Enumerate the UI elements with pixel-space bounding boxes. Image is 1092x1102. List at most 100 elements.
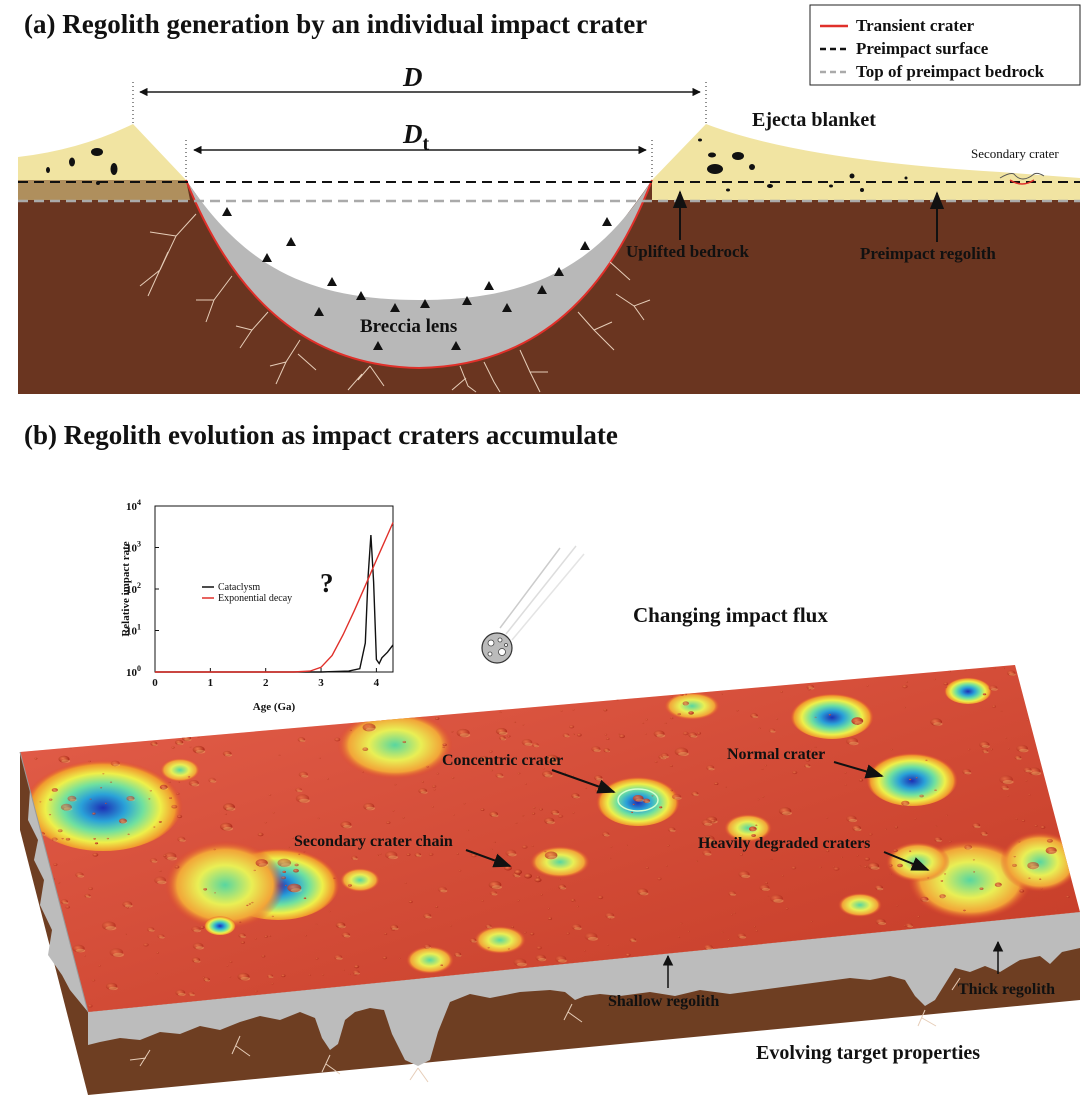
crater-rim-highlight: [500, 738, 507, 741]
small-crater-pit: [653, 730, 665, 738]
small-crater-pit: [917, 915, 920, 918]
small-crater-pit: [867, 862, 880, 870]
crater-rim-highlight: [167, 856, 178, 861]
small-crater-pit: [352, 970, 360, 975]
small-crater-pit: [674, 747, 689, 756]
small-crater-pit: [791, 866, 797, 870]
small-crater-pit: [669, 765, 673, 767]
small-crater-pit: [110, 760, 120, 767]
chart-legend: Cataclysm Exponential decay: [202, 582, 292, 604]
small-crater-pit: [644, 733, 647, 735]
small-crater-pit: [710, 819, 716, 823]
small-crater-pit: [781, 875, 784, 877]
small-crater-pit: [188, 780, 199, 787]
small-crater-pit: [817, 751, 823, 755]
small-crater-pit: [901, 800, 910, 806]
small-crater-pit: [278, 754, 281, 756]
crater-rim-highlight: [564, 735, 570, 738]
crater-rim-highlight: [491, 814, 499, 817]
crater-rim-highlight: [782, 811, 792, 816]
crater-rim-highlight: [607, 915, 615, 919]
small-crater-pit: [100, 787, 103, 789]
crater-rim-highlight: [708, 767, 715, 771]
crater-rim-highlight: [53, 839, 58, 842]
crater-rim-highlight: [876, 887, 884, 891]
small-crater-pit: [667, 827, 676, 832]
small-crater-pit: [856, 855, 859, 857]
small-crater-pit: [435, 717, 440, 720]
crater-rim-highlight: [1019, 748, 1029, 753]
small-crater-pit: [295, 787, 303, 792]
small-crater-pit: [158, 870, 162, 872]
small-crater-pit: [251, 901, 254, 904]
small-crater-pit: [547, 907, 550, 910]
small-crater-pit: [513, 958, 527, 967]
chart-y-tick-label: 102: [126, 581, 141, 596]
small-crater-pit: [485, 924, 492, 929]
small-crater-pit: [904, 925, 907, 927]
small-crater-pit: [982, 749, 989, 753]
crater-rim-highlight: [560, 887, 567, 890]
chart-y-tick-label: 103: [126, 540, 141, 555]
small-crater-pit: [972, 823, 981, 828]
small-crater-pit: [625, 953, 631, 957]
small-crater-pit: [382, 956, 388, 960]
small-crater-pit: [406, 853, 411, 856]
small-crater-pit: [317, 817, 320, 820]
small-crater-pit: [189, 746, 192, 748]
small-crater-pit: [223, 803, 235, 811]
crater-rim-highlight: [365, 727, 377, 732]
small-crater-pit: [159, 784, 168, 790]
legend-label-bedrock-top: Top of preimpact bedrock: [856, 62, 1045, 81]
small-crater-pit: [610, 846, 613, 848]
crater-rim-highlight: [635, 798, 645, 802]
small-crater-pit: [394, 783, 397, 786]
crater-rim-highlight: [184, 738, 192, 742]
panel-b-title: (b) Regolith evolution as impact craters…: [24, 420, 618, 450]
crater-rim-highlight: [459, 733, 471, 738]
small-crater-pit: [517, 899, 520, 902]
small-crater-pit: [536, 875, 540, 879]
small-crater-pit: [576, 905, 579, 908]
small-crater-pit: [104, 802, 107, 804]
crater-rim-highlight: [177, 742, 184, 745]
small-crater-pit: [1006, 670, 1016, 676]
small-crater-pit: [268, 794, 272, 796]
small-crater-pit: [308, 974, 312, 976]
small-crater-pit: [562, 733, 570, 738]
small-crater-pit: [859, 865, 862, 868]
small-crater-pit: [49, 798, 53, 801]
crater-rim-highlight: [179, 839, 186, 842]
small-crater-pit: [524, 783, 527, 785]
small-crater-pit: [576, 733, 582, 737]
small-crater-pit: [318, 757, 321, 759]
small-crater-pit: [238, 933, 246, 938]
small-crater-pit: [213, 848, 216, 851]
crater-rim-highlight: [741, 874, 751, 878]
small-crater-pit: [187, 991, 195, 996]
legend-label-preimpact: Preimpact surface: [856, 39, 989, 58]
small-crater-pit: [362, 747, 369, 751]
small-crater-pit: [1016, 744, 1028, 753]
crater-rim-highlight: [704, 822, 713, 826]
small-crater-pit: [943, 873, 947, 875]
small-crater-pit: [988, 685, 998, 691]
small-crater-pit: [814, 716, 817, 718]
small-crater-pit: [914, 818, 917, 820]
small-crater-pit: [840, 856, 843, 858]
small-crater-pit: [491, 861, 493, 863]
small-crater-pit: [88, 760, 91, 763]
small-crater-pit: [866, 685, 869, 687]
small-crater-pit: [171, 804, 178, 809]
small-crater-pit: [493, 841, 496, 843]
small-crater-pit: [657, 877, 662, 881]
crater-rim-highlight: [878, 922, 887, 925]
small-crater-pit: [490, 848, 493, 850]
crater-rim-highlight: [940, 896, 947, 899]
crater-rim-highlight: [108, 986, 118, 991]
crater-rim-highlight: [605, 750, 611, 753]
crater-rim-highlight: [471, 940, 477, 943]
small-crater-pit: [222, 750, 232, 757]
small-crater-pit: [437, 886, 447, 893]
crater-rim-highlight: [936, 839, 942, 842]
